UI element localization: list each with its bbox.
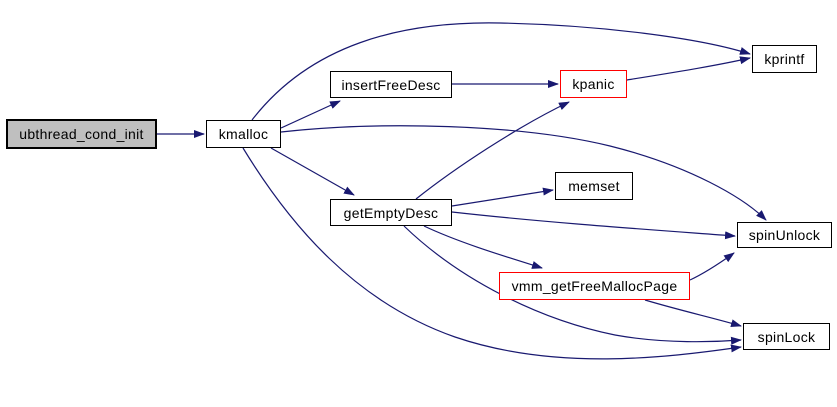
graph-node-kmalloc[interactable]: kmalloc bbox=[206, 120, 281, 148]
graph-node-label: vmm_getFreeMallocPage bbox=[511, 278, 678, 294]
edge-kpanic-to-kprintf bbox=[626, 56, 751, 81]
edge-vmm_getFreeMallocPage-to-spinUnlock bbox=[689, 252, 735, 281]
graph-node-vmm_getFreeMallocPage[interactable]: vmm_getFreeMallocPage bbox=[499, 272, 690, 300]
edge-kmalloc-to-insertFreeDesc bbox=[280, 100, 341, 129]
edge-getEmptyDesc-to-kpanic bbox=[415, 101, 570, 200]
graph-node-label: spinLock bbox=[757, 328, 816, 345]
graph-node-ubthread_cond_init: ubthread_cond_init bbox=[6, 119, 157, 149]
edge-getEmptyDesc-to-memset bbox=[451, 187, 554, 207]
edge-kmalloc-to-spinLock bbox=[242, 147, 742, 360]
graph-node-label: getEmptyDesc bbox=[343, 204, 439, 221]
edge-getEmptyDesc-to-spinUnlock bbox=[451, 211, 736, 240]
edge-vmm_getFreeMallocPage-to-spinLock bbox=[644, 299, 742, 327]
graph-node-label: kprintf bbox=[764, 51, 805, 67]
graph-node-getEmptyDesc[interactable]: getEmptyDesc bbox=[330, 199, 452, 226]
graph-node-label: spinUnlock bbox=[748, 227, 821, 243]
edge-getEmptyDesc-to-spinLock bbox=[403, 225, 742, 345]
graph-node-label: memset bbox=[568, 178, 620, 194]
graph-node-insertFreeDesc[interactable]: insertFreeDesc bbox=[330, 71, 452, 98]
graph-node-label: kmalloc bbox=[218, 126, 269, 142]
graph-node-spinLock[interactable]: spinLock bbox=[743, 323, 830, 350]
graph-node-label: insertFreeDesc bbox=[341, 76, 441, 93]
edge-getEmptyDesc-to-vmm_getFreeMallocPage bbox=[423, 225, 543, 269]
graph-node-kpanic[interactable]: kpanic bbox=[560, 70, 627, 98]
edge-kmalloc-to-spinUnlock bbox=[280, 125, 767, 221]
graph-node-memset[interactable]: memset bbox=[555, 172, 633, 200]
graph-node-label: ubthread_cond_init bbox=[19, 126, 144, 142]
graph-node-spinUnlock[interactable]: spinUnlock bbox=[737, 222, 832, 248]
graph-node-kprintf[interactable]: kprintf bbox=[752, 45, 817, 73]
graph-node-label: kpanic bbox=[572, 76, 615, 92]
edge-kmalloc-to-getEmptyDesc bbox=[270, 147, 355, 196]
edge-kmalloc-to-kprintf bbox=[251, 22, 751, 121]
